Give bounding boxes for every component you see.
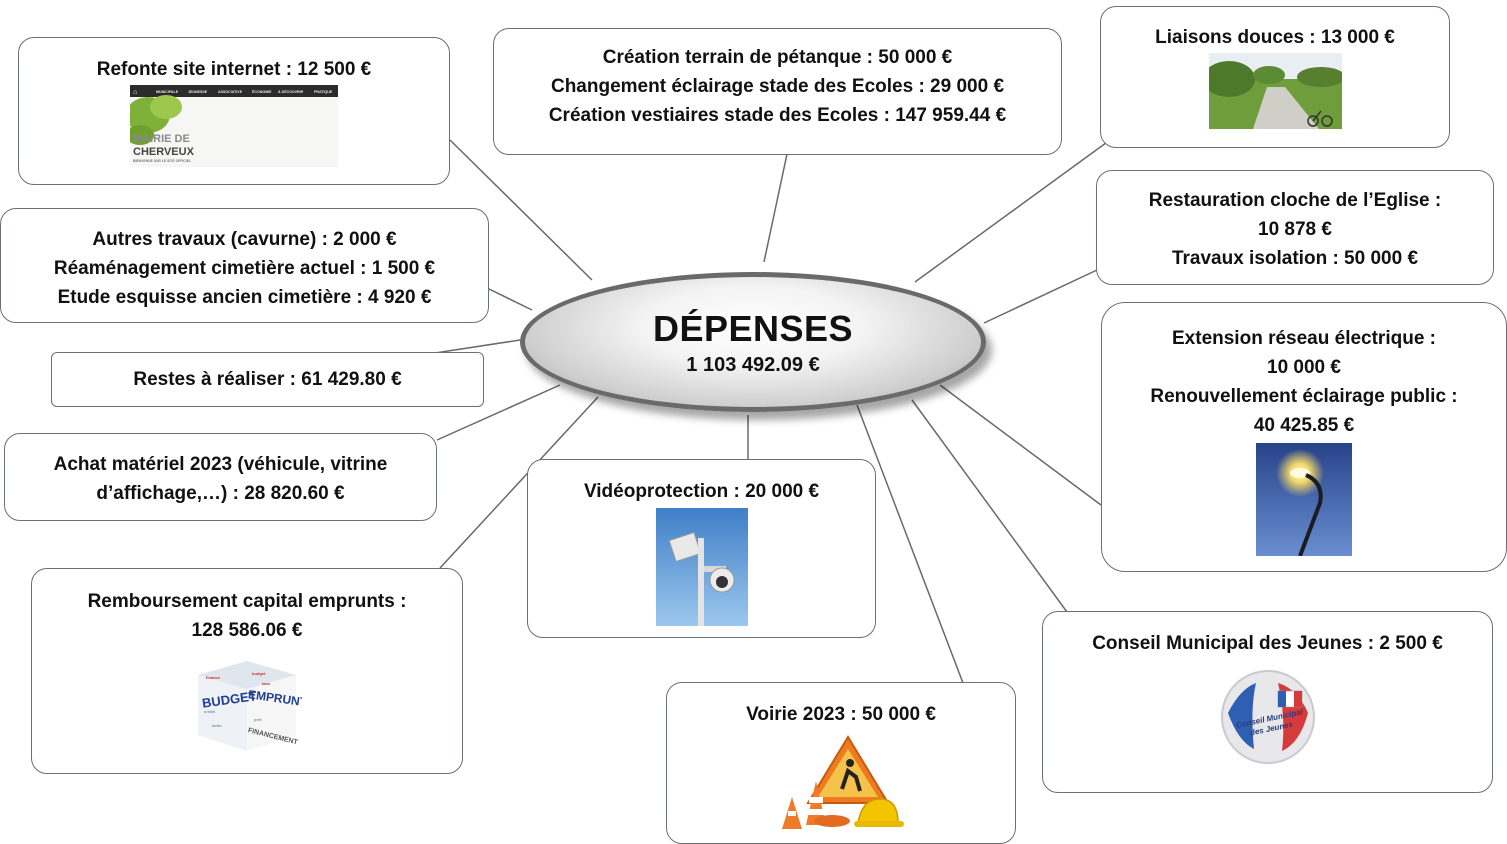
- node-line: d’affichage,…) : 28 820.60 €: [96, 483, 345, 504]
- cycle-path-image: [1208, 53, 1342, 129]
- node-line: Réaménagement cimetière actuel : 1 500 €: [53, 258, 436, 279]
- node-line: Achat matériel 2023 (véhicule, vitrine: [53, 454, 388, 475]
- menu-item: ASSOCIATIVE: [218, 90, 243, 94]
- menu-item: JEUNESSE: [188, 90, 208, 94]
- node-line: Autres travaux (cavurne) : 2 000 €: [92, 229, 397, 250]
- node-line: Remboursement capital emprunts :: [87, 591, 407, 612]
- node-label: Refonte site internet : 12 500 €: [96, 59, 372, 80]
- connector-sports: [763, 153, 788, 263]
- node-line: Extension réseau électrique :: [1172, 328, 1436, 349]
- node-electric: Extension réseau électrique : 10 000 € R…: [1101, 302, 1507, 572]
- node-line: Restauration cloche de l’Eglise :: [1148, 190, 1442, 211]
- cctv-camera-image: [655, 508, 748, 626]
- connector-materiel: [436, 384, 561, 441]
- center-node: DÉPENSES 1 103 492.09 €: [520, 272, 986, 412]
- node-emprunts: Remboursement capital emprunts : 128 586…: [31, 568, 463, 774]
- node-line: 40 425.85 €: [1253, 415, 1355, 436]
- node-label: Voirie 2023 : 50 000 €: [746, 704, 936, 725]
- logo-tagline: BIENVENUE SUR LE SITE OFFICIEL: [133, 159, 191, 163]
- connector-voirie: [856, 404, 964, 684]
- svg-text:prêt: prêt: [254, 717, 262, 722]
- node-line: Etude esquisse ancien cimetière : 4 920 …: [57, 287, 432, 308]
- node-website: Refonte site internet : 12 500 € ⌂ MUNIC…: [18, 37, 450, 185]
- node-line: Travaux isolation : 50 000 €: [1171, 248, 1419, 269]
- center-title: DÉPENSES: [652, 307, 854, 349]
- connector-restes: [434, 339, 521, 354]
- svg-text:crédit: crédit: [204, 709, 216, 714]
- logo-mairie: MAIRIE DE: [133, 133, 190, 145]
- roadworks-image: [782, 735, 904, 829]
- svg-text:budget: budget: [252, 671, 266, 676]
- node-sports: Création terrain de pétanque : 50 000 € …: [493, 28, 1062, 155]
- node-church: Restauration cloche de l’Eglise : 10 878…: [1096, 170, 1494, 285]
- svg-text:⌂: ⌂: [133, 89, 137, 96]
- svg-text:dette: dette: [212, 723, 222, 728]
- menu-item: PRATIQUE: [314, 90, 333, 94]
- logo-commune: CHERVEUX: [133, 146, 195, 158]
- node-label: Vidéoprotection : 20 000 €: [583, 481, 820, 502]
- node-line: Création terrain de pétanque : 50 000 €: [602, 47, 953, 68]
- street-lamp-image: [1256, 443, 1352, 556]
- website-screenshot-image: ⌂ MUNICIPALE JEUNESSE ASSOCIATIVE ÉCONOM…: [130, 85, 338, 167]
- connector-emprunts: [439, 396, 599, 569]
- connector-electric: [939, 384, 1102, 506]
- svg-text:taux: taux: [262, 681, 271, 686]
- node-line: Renouvellement éclairage public :: [1150, 386, 1458, 407]
- menu-item: À DÉCOUVRIR: [278, 89, 304, 94]
- connector-website: [449, 139, 593, 281]
- node-liaisons: Liaisons douces : 13 000 €: [1100, 6, 1450, 148]
- svg-text:finance: finance: [206, 675, 221, 680]
- cmj-badge-image: Conseil Municipal des Jeunes: [1220, 670, 1315, 764]
- node-line: 128 586.06 €: [191, 620, 303, 641]
- node-video: Vidéoprotection : 20 000 €: [527, 459, 876, 638]
- node-restes: Restes à réaliser : 61 429.80 €: [51, 352, 484, 407]
- menu-item: MUNICIPALE: [156, 90, 179, 94]
- center-total: 1 103 492.09 €: [686, 353, 820, 376]
- connector-liaisons: [914, 139, 1111, 283]
- connector-cmj: [911, 399, 1068, 613]
- node-line: Changement éclairage stade des Ecoles : …: [550, 76, 1005, 97]
- node-label: Conseil Municipal des Jeunes : 2 500 €: [1092, 633, 1443, 654]
- node-cmj: Conseil Municipal des Jeunes : 2 500 € C…: [1042, 611, 1493, 793]
- node-cemetery: Autres travaux (cavurne) : 2 000 € Réamé…: [0, 208, 489, 323]
- node-line: 10 878 €: [1258, 219, 1332, 240]
- node-line: Création vestiaires stade des Ecoles : 1…: [548, 105, 1007, 126]
- node-voirie: Voirie 2023 : 50 000 €: [666, 682, 1016, 844]
- node-materiel: Achat matériel 2023 (véhicule, vitrine d…: [4, 433, 437, 521]
- connector-cemetery: [486, 287, 533, 311]
- node-label: Liaisons douces : 13 000 €: [1155, 27, 1395, 48]
- node-line: 10 000 €: [1267, 357, 1341, 378]
- connector-church: [983, 269, 1098, 324]
- menu-item: ÉCONOMIE: [252, 89, 272, 94]
- node-label: Restes à réaliser : 61 429.80 €: [133, 369, 402, 390]
